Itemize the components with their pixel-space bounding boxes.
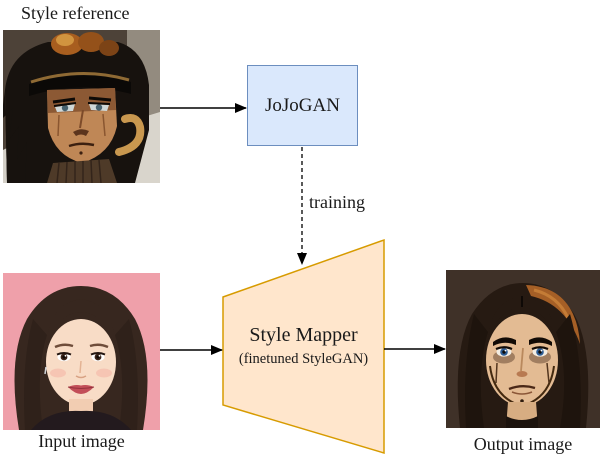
style-reference-image (3, 30, 160, 183)
training-label: training (309, 192, 365, 212)
input-image-label: Input image (38, 431, 125, 451)
output-image (446, 270, 600, 428)
output-image-label: Output image (473, 434, 573, 454)
input-image (3, 273, 160, 430)
style-reference-label: Style reference (21, 3, 130, 23)
jojogan-label: JoJoGAN (265, 94, 340, 116)
style-mapper-shape (222, 238, 385, 455)
jojogan-box: JoJoGAN (247, 65, 358, 146)
